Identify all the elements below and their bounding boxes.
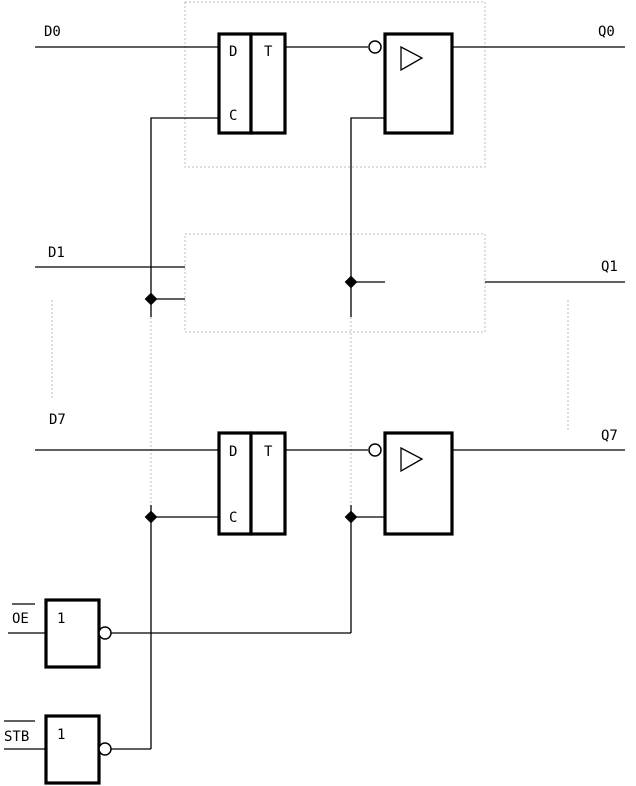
oe-label: OE (12, 611, 29, 627)
oe-inverter-bubble (98, 626, 112, 640)
latch0-d-section (217, 32, 253, 135)
buffer7-body (383, 431, 454, 536)
oe-inverter-label: 1 (57, 611, 65, 627)
buffer0-triangle-icon (400, 45, 424, 72)
buffer0-enable-wire (350, 117, 385, 317)
latch0-clock-wire (150, 117, 219, 317)
d1-label: D1 (48, 245, 65, 261)
bit1-group-outline (184, 233, 486, 333)
bit1-clock-junction (144, 292, 158, 306)
oe-inverter-body (44, 598, 101, 669)
stb-label: STB (4, 729, 29, 745)
stb-inverter-bubble (98, 742, 112, 756)
latch7-d-section (217, 431, 253, 536)
bit0-group-outline (184, 1, 486, 168)
q0-label: Q0 (598, 24, 615, 40)
latch7-d-label: D (229, 444, 237, 460)
stb-inverter-label: 1 (57, 727, 65, 743)
bit1-enable-junction (344, 275, 358, 289)
latch7-t-section (249, 431, 287, 536)
latch0-d-label: D (229, 44, 237, 60)
buffer0-inverter-bubble (368, 40, 382, 54)
d0-label: D0 (44, 24, 61, 40)
latch0-t-label: T (264, 44, 273, 60)
latch7-t-label: T (264, 444, 273, 460)
latch0-c-label: C (229, 108, 237, 124)
buffer7-triangle-icon (400, 446, 424, 473)
d7-label: D7 (49, 412, 66, 428)
stb-inverter-body (44, 714, 101, 785)
latch7-c-label: C (229, 510, 237, 526)
q7-label: Q7 (601, 428, 618, 444)
buffer0-body (383, 32, 454, 135)
latch0-t-section (249, 32, 287, 135)
buffer7-inverter-bubble (368, 443, 382, 457)
q1-label: Q1 (601, 259, 618, 275)
